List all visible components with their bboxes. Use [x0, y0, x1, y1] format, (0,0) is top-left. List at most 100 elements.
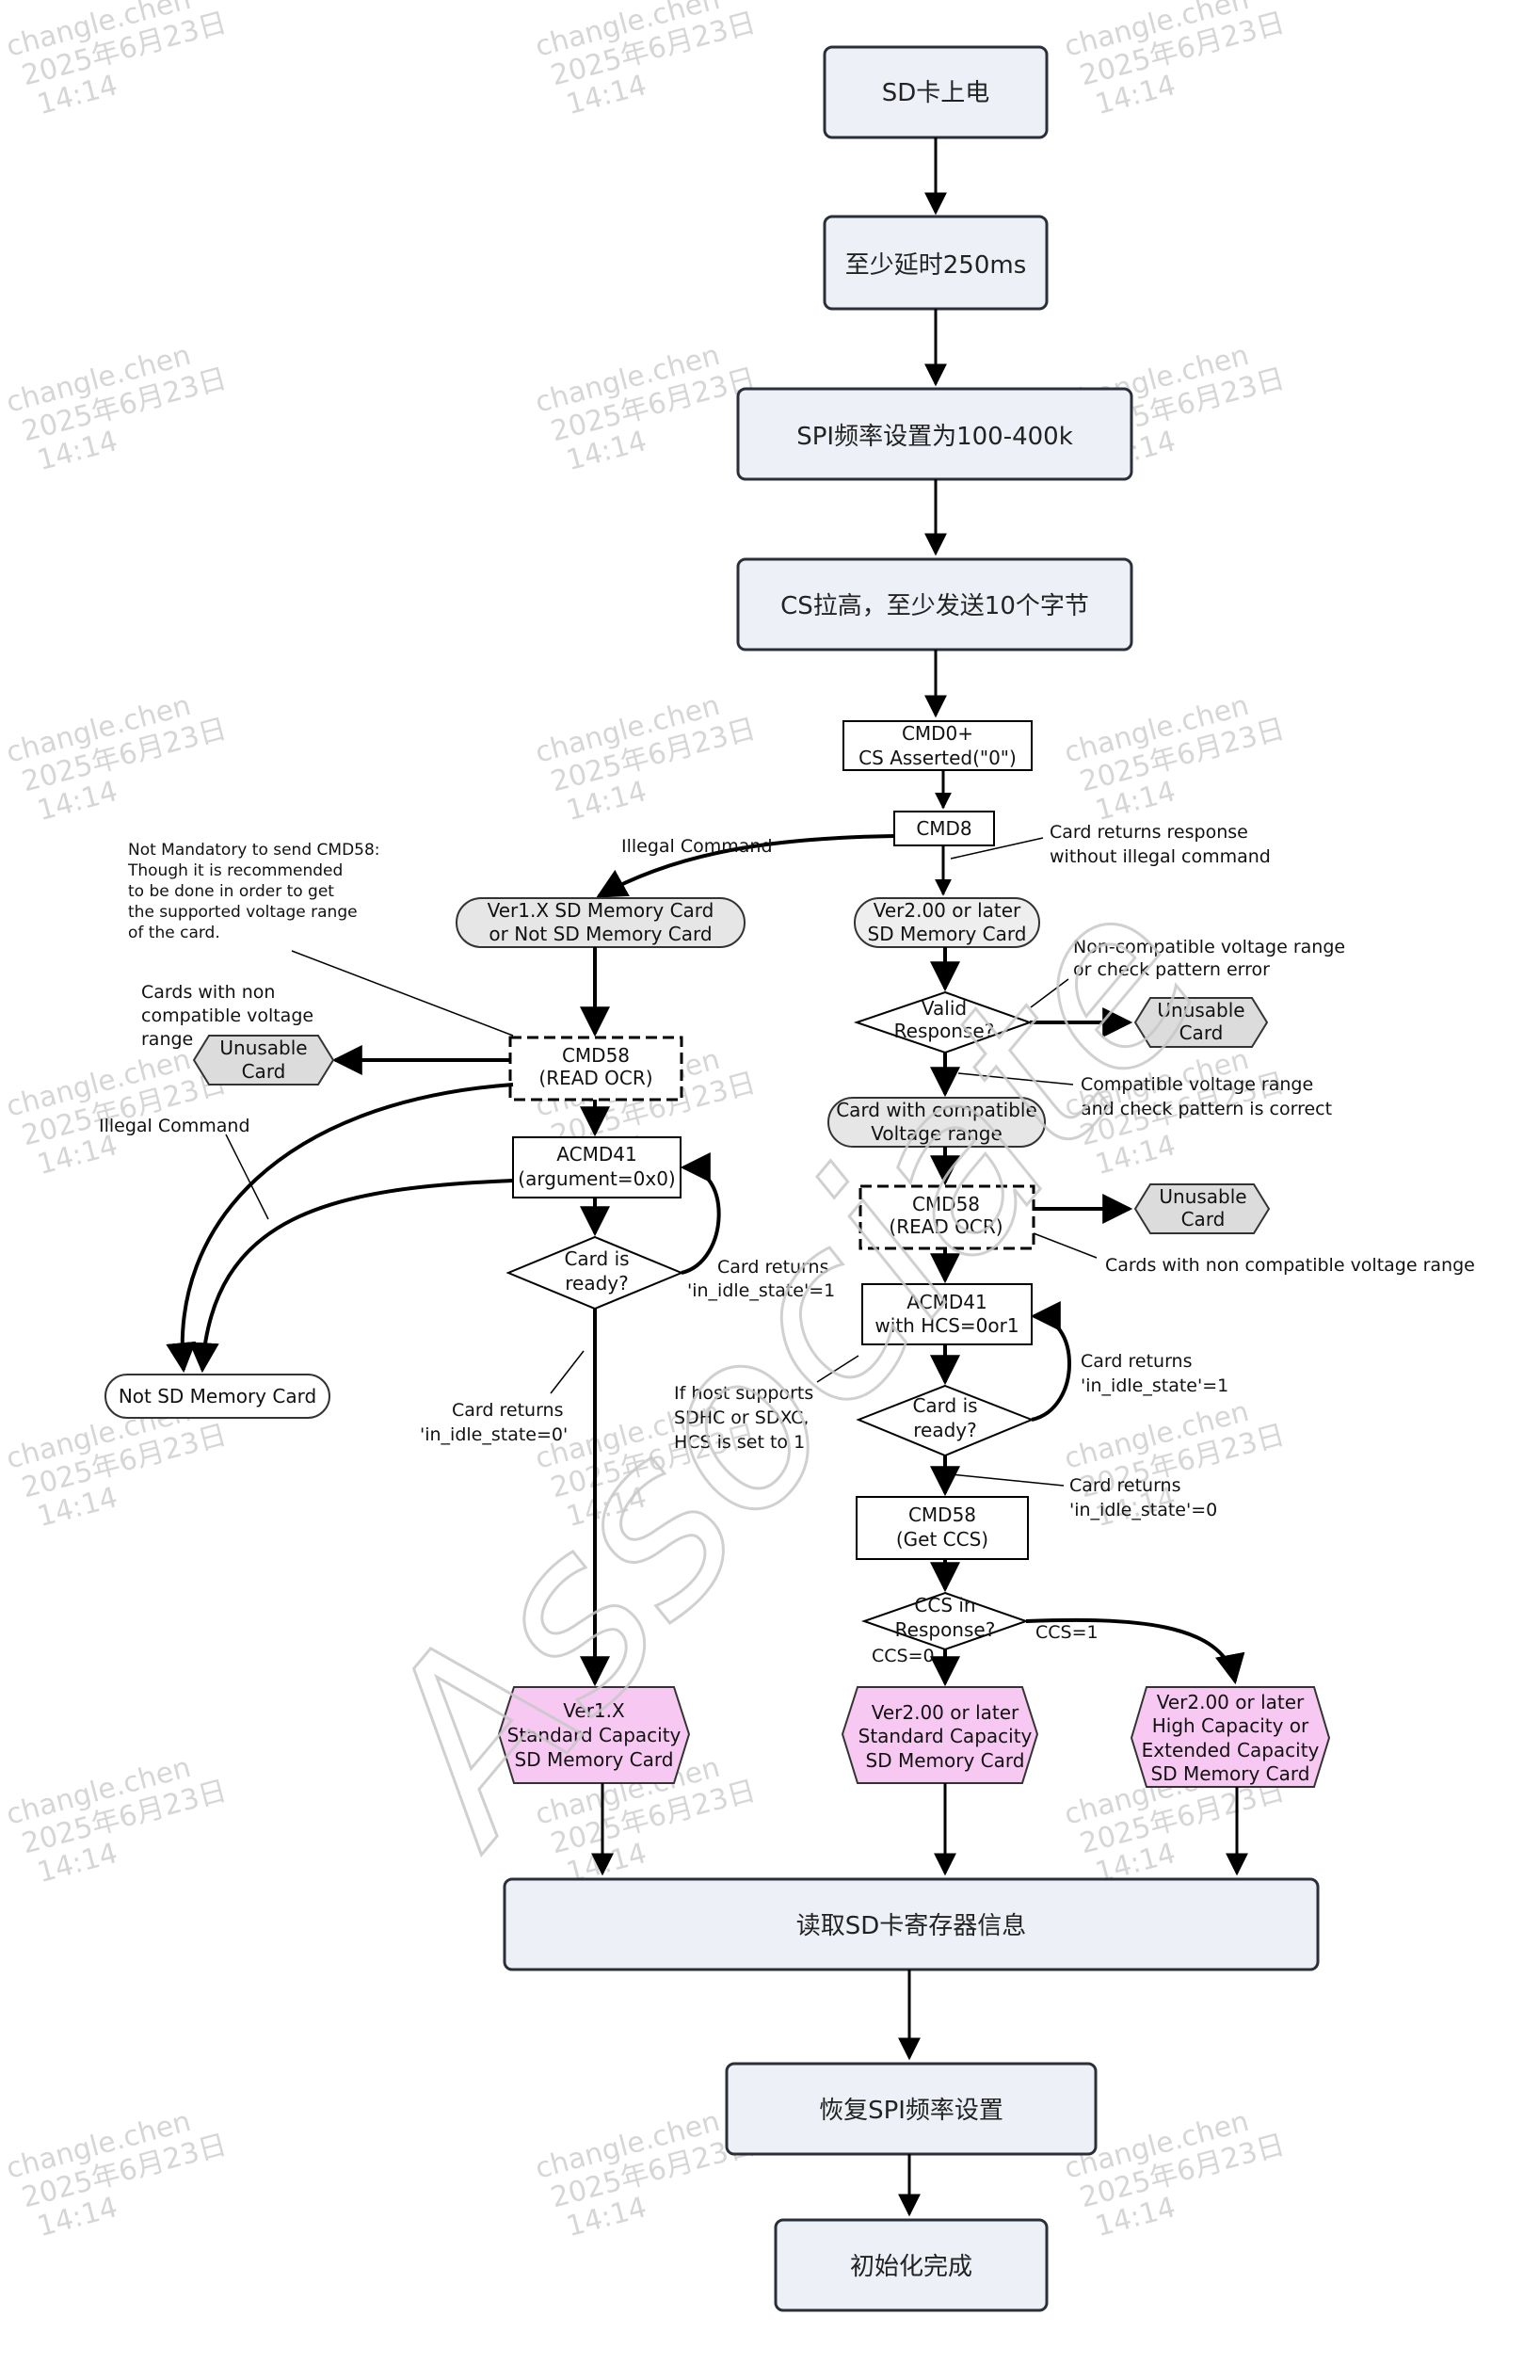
card-returns-idle1-1: Card returns [717, 1257, 828, 1278]
result-ver1-1: Ver1.X [563, 1699, 625, 1722]
result-ver2hc-2: High Capacity or [1152, 1714, 1309, 1737]
step-cs-high-label: CS拉高，至少发送10个字节 [780, 592, 1089, 620]
step-read-regs: 读取SD卡寄存器信息 [503, 1877, 1320, 1971]
noncompat-left-1: Cards with non [141, 982, 275, 1003]
note-cmd58-1: Not Mandatory to send CMD58: [128, 841, 380, 860]
compat-note-2: and check pattern is correct [1081, 1099, 1332, 1119]
card-ready-left-1: Card is [564, 1247, 629, 1270]
noncompat-right-1: Non-compatible voltage range [1073, 937, 1345, 957]
valid-response-1: Valid [922, 997, 967, 1020]
step-cs-high: CS拉高，至少发送10个字节 [736, 557, 1133, 651]
cmd58-read-ocr-left: CMD58 (READ OCR) [508, 1036, 683, 1102]
noncompat-right2: Cards with non compatible voltage range [1105, 1255, 1475, 1276]
cmd58-left-line1: CMD58 [562, 1044, 630, 1067]
step-spi-freq: SPI频率设置为100-400k [736, 387, 1133, 481]
card-ready-left-2: ready? [565, 1272, 629, 1295]
result-ver2-sc: Ver2.00 or later Standard Capacity SD Me… [841, 1686, 1039, 1784]
step-restore-spi: 恢复SPI频率设置 [725, 2062, 1098, 2156]
card-ready-right-2: ready? [913, 1419, 977, 1441]
compat-card-pill: Card with compatible Voltage range [827, 1097, 1046, 1148]
ver2-card-line2: SD Memory Card [868, 923, 1027, 945]
cmd0-box: CMD0+ CS Asserted("0") [842, 720, 1033, 771]
unusable-right1-2: Card [1179, 1021, 1224, 1044]
result-ver2sc-3: SD Memory Card [866, 1749, 1025, 1772]
result-ver2sc-2: Standard Capacity [858, 1725, 1033, 1747]
card-returns-idle1-right-1: Card returns [1081, 1351, 1192, 1372]
illegal-command-top: Illegal Command [621, 836, 773, 857]
cmd8-label: CMD8 [916, 817, 971, 840]
cmd58-read-ocr-right: CMD58 (READ OCR) [858, 1184, 1035, 1250]
unusable-right1-1: Unusable [1157, 999, 1244, 1021]
cmd58-ccs-2: (Get CCS) [896, 1528, 988, 1551]
noncompat-left-3: range [141, 1029, 193, 1050]
step-power-label: SD卡上电 [882, 79, 990, 107]
ccs-in-response: CCS in Response? [860, 1591, 1030, 1651]
step-delay: 至少延时250ms [823, 215, 1049, 311]
card-returns-no-illegal-2: without illegal command [1050, 846, 1271, 867]
card-returns-idle1-2: 'in_idle_state'=1 [687, 1280, 835, 1301]
compat-note-1: Compatible voltage range [1081, 1074, 1313, 1095]
ccs0-label: CCS=0 [872, 1646, 935, 1666]
noncompat-right-2: or check pattern error [1073, 959, 1270, 980]
card-ready-right-1: Card is [912, 1394, 977, 1417]
result-ver2sc-1: Ver2.00 or later [872, 1701, 1019, 1724]
valid-response-2: Response? [894, 1020, 995, 1042]
step-delay-label: 至少延时250ms [845, 251, 1027, 280]
unusable-card-left: Unusable Card [192, 1035, 335, 1085]
result-ver1-2: Standard Capacity [507, 1724, 682, 1746]
step-power: SD卡上电 [823, 45, 1049, 139]
acmd41-left-2: (argument=0x0) [518, 1167, 675, 1190]
note-cmd58-5: of the card. [128, 924, 220, 942]
cmd58-ccs-1: CMD58 [908, 1504, 976, 1526]
note-cmd58-3: to be done in order to get [128, 882, 334, 901]
unusable-right2-1: Unusable [1159, 1185, 1246, 1208]
card-returns-no-illegal-1: Card returns response [1050, 822, 1248, 843]
card-returns-idle0-1: Card returns [452, 1400, 563, 1421]
acmd41-left: ACMD41 (argument=0x0) [512, 1136, 682, 1198]
result-ver1-3: SD Memory Card [515, 1748, 674, 1771]
cmd58-right-line2: (READ OCR) [889, 1215, 1003, 1238]
card-returns-idle0-2: 'in_idle_state=0' [420, 1424, 568, 1445]
result-ver1-sc: Ver1.X Standard Capacity SD Memory Card [497, 1686, 691, 1784]
acmd41-right-1: ACMD41 [906, 1291, 987, 1313]
result-ver2hc-1: Ver2.00 or later [1157, 1691, 1305, 1713]
unusable-right2-2: Card [1181, 1208, 1226, 1230]
ccs-in-response-1: CCS in [914, 1594, 975, 1616]
cmd58-right-line1: CMD58 [912, 1193, 980, 1215]
step-done: 初始化完成 [774, 2218, 1049, 2312]
not-sd-card-label: Not SD Memory Card [119, 1385, 316, 1407]
cmd0-line2: CS Asserted("0") [858, 747, 1017, 769]
step-done-label: 初始化完成 [850, 2253, 972, 2281]
ver1-card-pill: Ver1.X SD Memory Card or Not SD Memory C… [456, 897, 746, 948]
note-cmd58: Not Mandatory to send CMD58: Though it i… [127, 841, 380, 942]
compat-card-2: Voltage range [871, 1122, 1003, 1145]
cmd58-get-ccs: CMD58 (Get CCS) [856, 1496, 1029, 1560]
valid-response: Valid Response? [853, 990, 1033, 1054]
result-ver2hc-4: SD Memory Card [1151, 1762, 1310, 1785]
ver2-card-pill: Ver2.00 or later SD Memory Card [854, 897, 1040, 948]
unusable-left-1: Unusable [219, 1037, 307, 1059]
ver1-card-line1: Ver1.X SD Memory Card [488, 899, 714, 922]
cmd8-box: CMD8 [893, 811, 995, 846]
host-supports-1: If host supports [674, 1383, 813, 1404]
host-supports-2: SDHC or SDXC, [674, 1407, 809, 1428]
card-returns-idle1-right-2: 'in_idle_state'=1 [1081, 1375, 1228, 1396]
noncompat-left-2: compatible voltage [141, 1005, 313, 1026]
note-cmd58-4: the supported voltage range [128, 903, 358, 922]
unusable-card-right-1: Unusable Card [1133, 997, 1269, 1048]
step-read-regs-label: 读取SD卡寄存器信息 [796, 1912, 1027, 1940]
compat-card-1: Card with compatible [836, 1099, 1037, 1121]
acmd41-right-2: with HCS=0or1 [874, 1314, 1019, 1337]
result-ver2-hc: Ver2.00 or later High Capacity or Extend… [1130, 1686, 1331, 1788]
cmd0-line1: CMD0+ [902, 722, 973, 745]
result-ver2hc-3: Extended Capacity [1142, 1739, 1320, 1761]
card-ready-left: Card is ready? [505, 1235, 684, 1311]
